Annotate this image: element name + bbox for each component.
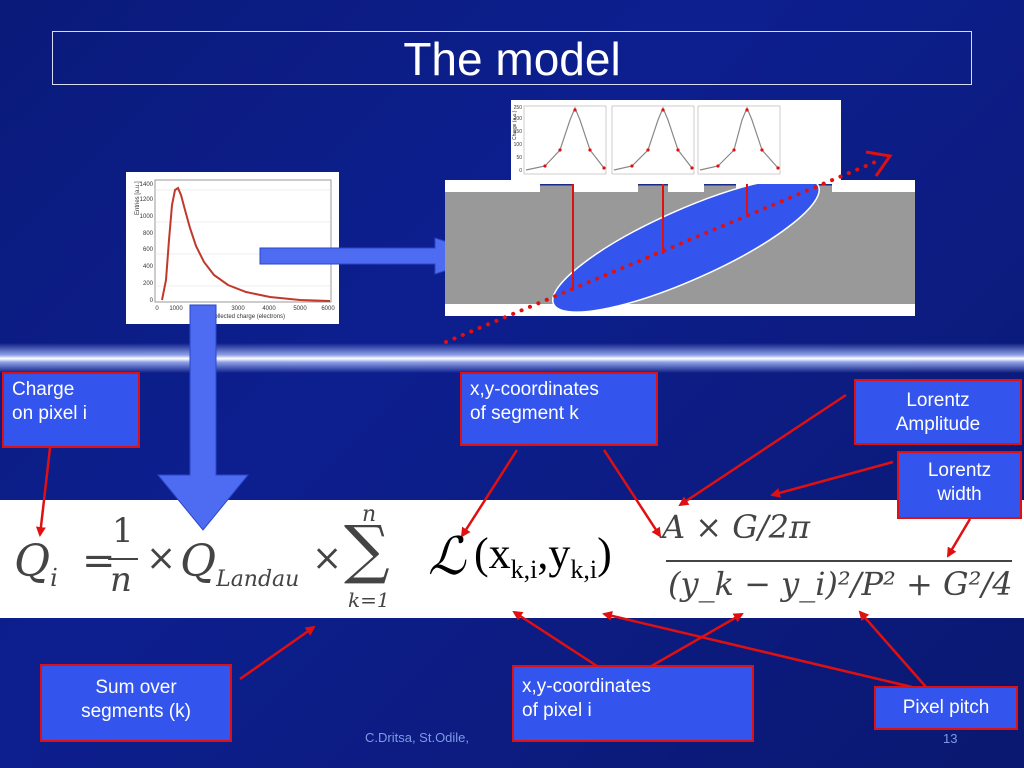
label-text-line: x,y-coordinates bbox=[470, 379, 599, 400]
formula-frac-num: 1 bbox=[112, 511, 134, 551]
pixel-plot-ytick: 50 bbox=[516, 155, 522, 161]
label-text-line: Charge bbox=[12, 379, 75, 400]
landau-ytick: 200 bbox=[143, 281, 154, 287]
landau-ytick: 0 bbox=[150, 298, 154, 304]
label-text-line: on pixel i bbox=[12, 403, 87, 424]
formula-times-1: × bbox=[146, 538, 177, 579]
pixel-plot-ytick: 0 bbox=[519, 168, 522, 174]
formula-q-i: Qi bbox=[14, 536, 58, 592]
landau-xtick: 5000 bbox=[293, 306, 307, 312]
landau-yticks: 0 200 400 600 800 1000 1200 1400 bbox=[140, 182, 154, 304]
label-text-line: Lorentz bbox=[906, 390, 970, 411]
label-lorentz-amplitude: Lorentz Amplitude bbox=[854, 379, 1022, 445]
label-text-line: x,y-coordinates bbox=[522, 676, 651, 697]
formula-equals: = bbox=[82, 538, 116, 584]
landau-xtick: 3000 bbox=[231, 306, 245, 312]
pixel-plot-yticks: 0 50 100 150 200 250 bbox=[514, 105, 523, 174]
formula-frac-den: n bbox=[110, 560, 132, 600]
formula-sum-symbol: ∑ bbox=[344, 513, 390, 587]
landau-xtick: 4000 bbox=[262, 306, 276, 312]
pixel-plot-3 bbox=[697, 105, 781, 175]
pixel-plot-1 bbox=[523, 105, 607, 175]
label-text-line: of segment k bbox=[470, 403, 579, 424]
landau-xlabel: Collected charge (electrons) bbox=[210, 314, 285, 320]
formula-sum-top: n bbox=[362, 502, 377, 527]
label-segment-coordinates: x,y-coordinates of segment k bbox=[460, 372, 658, 446]
down-arrow-shape bbox=[156, 304, 250, 531]
landau-xtick: 0 bbox=[155, 306, 159, 312]
lorentz-function-symbol: ℒ bbox=[428, 529, 466, 586]
fraction-bar bbox=[108, 558, 138, 560]
landau-xtick: 1000 bbox=[169, 306, 183, 312]
lorentz-function-args: (xk,i,yk,i) bbox=[474, 529, 612, 584]
landau-ytick: 1200 bbox=[140, 197, 154, 203]
landau-ylabel: Entries [a.u.] bbox=[135, 181, 141, 215]
particle-track bbox=[444, 158, 882, 344]
annotation-arrows bbox=[35, 393, 972, 689]
slide-title: The model bbox=[403, 33, 621, 85]
formula-q-landau: QLandau bbox=[180, 536, 300, 592]
label-text-line: Lorentz bbox=[927, 460, 992, 481]
pixel-plot-ytick: 200 bbox=[514, 116, 523, 122]
formula-sum-bottom: k=1 bbox=[348, 588, 390, 612]
footer-author: C.Dritsa, St.Odile, bbox=[365, 730, 470, 745]
background-light-stripe bbox=[0, 343, 1024, 373]
landau-ytick: 1400 bbox=[140, 182, 154, 188]
landau-ytick: 600 bbox=[143, 247, 154, 253]
pixel-plot-ytick: 150 bbox=[514, 129, 523, 135]
label-pixel-coordinates: x,y-coordinates of pixel i bbox=[512, 665, 754, 742]
landau-ytick: 400 bbox=[143, 264, 154, 270]
formula-times-2: × bbox=[312, 538, 343, 579]
landau-xtick: 6000 bbox=[321, 306, 335, 312]
lorentz-denominator: (y_k − y_i)²/P² + G²/4 bbox=[668, 565, 1013, 603]
label-text-line: Amplitude bbox=[895, 414, 981, 435]
pixel-plot-2 bbox=[611, 105, 695, 175]
lorentz-numerator: A × G/2π bbox=[662, 508, 810, 546]
landau-curve bbox=[161, 186, 331, 302]
label-lorentz-width: Lorentz width bbox=[897, 451, 1022, 519]
pixel-plot-ytick: 250 bbox=[514, 105, 523, 111]
landau-ytick: 800 bbox=[143, 231, 154, 237]
label-text-line: segments (k) bbox=[81, 701, 191, 722]
label-sum-over-segments: Sum over segments (k) bbox=[40, 664, 232, 742]
lorentz-fraction-bar bbox=[666, 560, 1012, 562]
charge-cloud bbox=[552, 177, 820, 313]
label-text-line: width bbox=[937, 484, 982, 505]
page-number: 13 bbox=[943, 731, 958, 746]
landau-ytick: 1000 bbox=[140, 214, 154, 220]
sensor-drawing bbox=[445, 177, 915, 316]
track-arrowhead bbox=[865, 150, 893, 177]
formula-bar bbox=[0, 500, 1024, 618]
label-charge-on-pixel: Charge on pixel i bbox=[2, 372, 140, 448]
label-pixel-pitch: Pixel pitch bbox=[874, 686, 1018, 730]
label-text-line: of pixel i bbox=[522, 700, 592, 721]
title-frame: The model bbox=[52, 31, 972, 85]
pixel-plot-ytick: 100 bbox=[514, 142, 523, 148]
label-text-line: Sum over bbox=[95, 677, 177, 698]
pixel-plot-ylabel: Charge (a.u.) bbox=[512, 110, 518, 140]
pixel-plots: Charge (a.u.) 0 50 100 150 200 250 bbox=[511, 100, 841, 184]
